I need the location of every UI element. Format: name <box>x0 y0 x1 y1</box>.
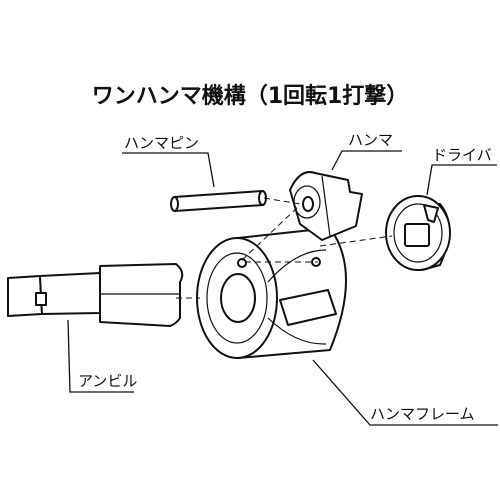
driver-part <box>385 195 451 271</box>
hammer-label: ハンマ <box>348 131 393 149</box>
hammer-frame-part <box>196 227 347 359</box>
hammer-frame-label: ハンマフレーム <box>370 405 475 423</box>
anvil-callout: アンビル <box>67 319 137 393</box>
hammer-callout: ハンマ <box>331 131 402 171</box>
driver-callout: ドライバ <box>426 146 497 196</box>
hammer-frame-callout: ハンマフレーム <box>312 359 498 426</box>
diagram-title: ワンハンマ機構（1回転1打撃） <box>92 83 409 109</box>
assembly-guide-lines <box>176 197 393 299</box>
hammer-pin-label: ハンマピン <box>124 134 199 152</box>
hammer-pin-callout: ハンマピン <box>122 134 215 188</box>
anvil-label: アンビル <box>78 372 137 390</box>
driver-label: ドライバ <box>432 146 492 164</box>
anvil-part <box>7 263 184 327</box>
hammer-pin-part <box>170 190 267 212</box>
hammer-part <box>289 171 363 241</box>
